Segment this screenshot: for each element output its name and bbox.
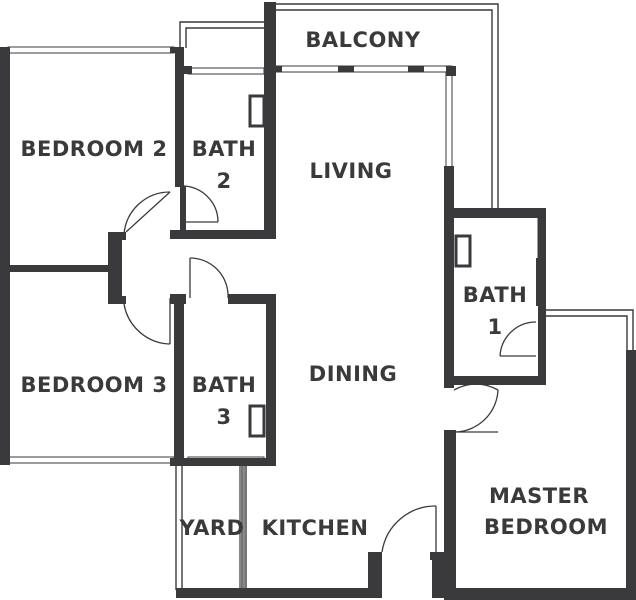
master-bedroom-label-line2: BEDROOM: [484, 515, 608, 539]
kitchen-label: KITCHEN: [262, 516, 369, 540]
master-bay-outline: [542, 309, 634, 352]
bath2-shower-icon: [248, 94, 266, 128]
dining-label: DINING: [309, 362, 397, 386]
bedroom3-label: BEDROOM 3: [21, 373, 168, 397]
yard-label: YARD: [178, 516, 244, 540]
yard-partition: [239, 466, 245, 588]
balcony-outline: [179, 3, 499, 210]
door-swings: [123, 185, 537, 553]
living-label: LIVING: [309, 159, 392, 183]
bath1-label-line2: 1: [487, 315, 502, 339]
bath1-shower-icon: [454, 234, 472, 268]
yard-outline: [175, 462, 247, 590]
bath3-label-line2: 3: [216, 405, 231, 429]
master-bedroom-label-line1: MASTER: [489, 484, 589, 508]
bath3-shower-icon: [248, 404, 266, 438]
bath3-label-line1: BATH: [192, 373, 257, 397]
bedroom2-label: BEDROOM 2: [21, 137, 168, 161]
balcony-label: BALCONY: [305, 28, 420, 52]
bath2-label-line2: 2: [216, 169, 231, 193]
bath2-label-line1: BATH: [192, 137, 257, 161]
bath1-label-line1: BATH: [463, 283, 528, 307]
